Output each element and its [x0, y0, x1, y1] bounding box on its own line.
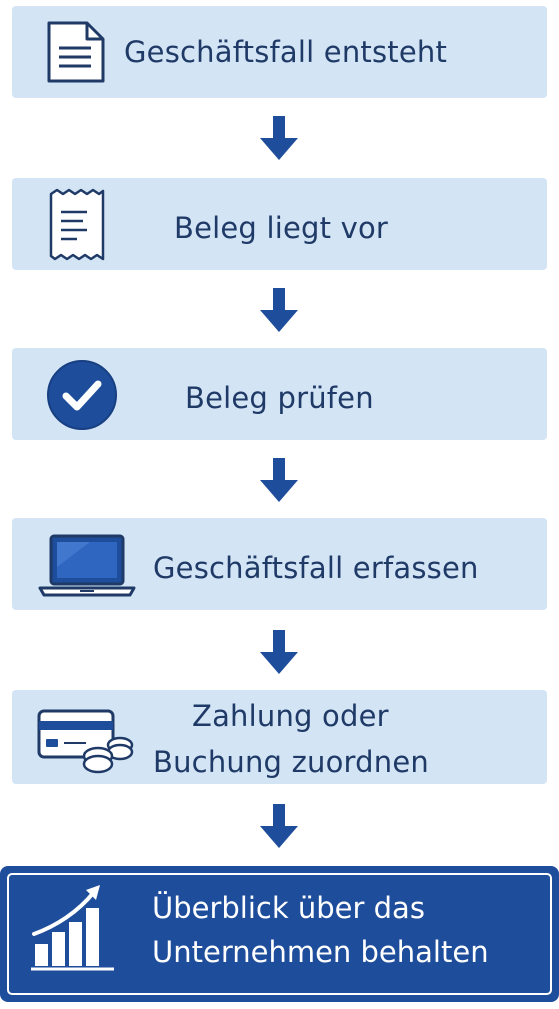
step-box-1: Geschäftsfall entsteht [12, 6, 547, 98]
arrow-down-icon [260, 630, 298, 674]
final-step-box: Überblick über das Unternehmen behalten [0, 866, 559, 1002]
receipt-icon [49, 188, 105, 261]
step-box-3: Beleg prüfen [12, 348, 547, 440]
step-label-1: Geschäftsfall entsteht [124, 35, 448, 69]
card-coins-icon [37, 709, 134, 774]
arrow-down-icon [260, 288, 298, 332]
final-label-line-2: Unternehmen behalten [152, 935, 489, 969]
growth-chart-icon [31, 885, 114, 971]
step-label-2: Beleg liegt vor [174, 211, 389, 245]
step-box-4: Geschäftsfall erfassen [12, 518, 547, 610]
document-icon [47, 21, 105, 83]
arrow-down-icon [260, 804, 298, 848]
checkmark-icon [47, 360, 117, 430]
arrow-down-icon [260, 458, 298, 502]
laptop-icon [38, 534, 136, 597]
arrow-down-icon [260, 116, 298, 160]
step-label-5-line-2: Buchung zuordnen [153, 745, 429, 779]
final-label-line-1: Überblick über das [152, 891, 425, 925]
step-label-5-line-1: Zahlung oder [192, 699, 389, 733]
step-label-4: Geschäftsfall erfassen [153, 551, 479, 585]
step-box-5: Zahlung oder Buchung zuordnen [12, 690, 547, 784]
step-label-3: Beleg prüfen [185, 381, 374, 415]
step-box-2: Beleg liegt vor [12, 178, 547, 270]
final-step-border [7, 873, 552, 995]
